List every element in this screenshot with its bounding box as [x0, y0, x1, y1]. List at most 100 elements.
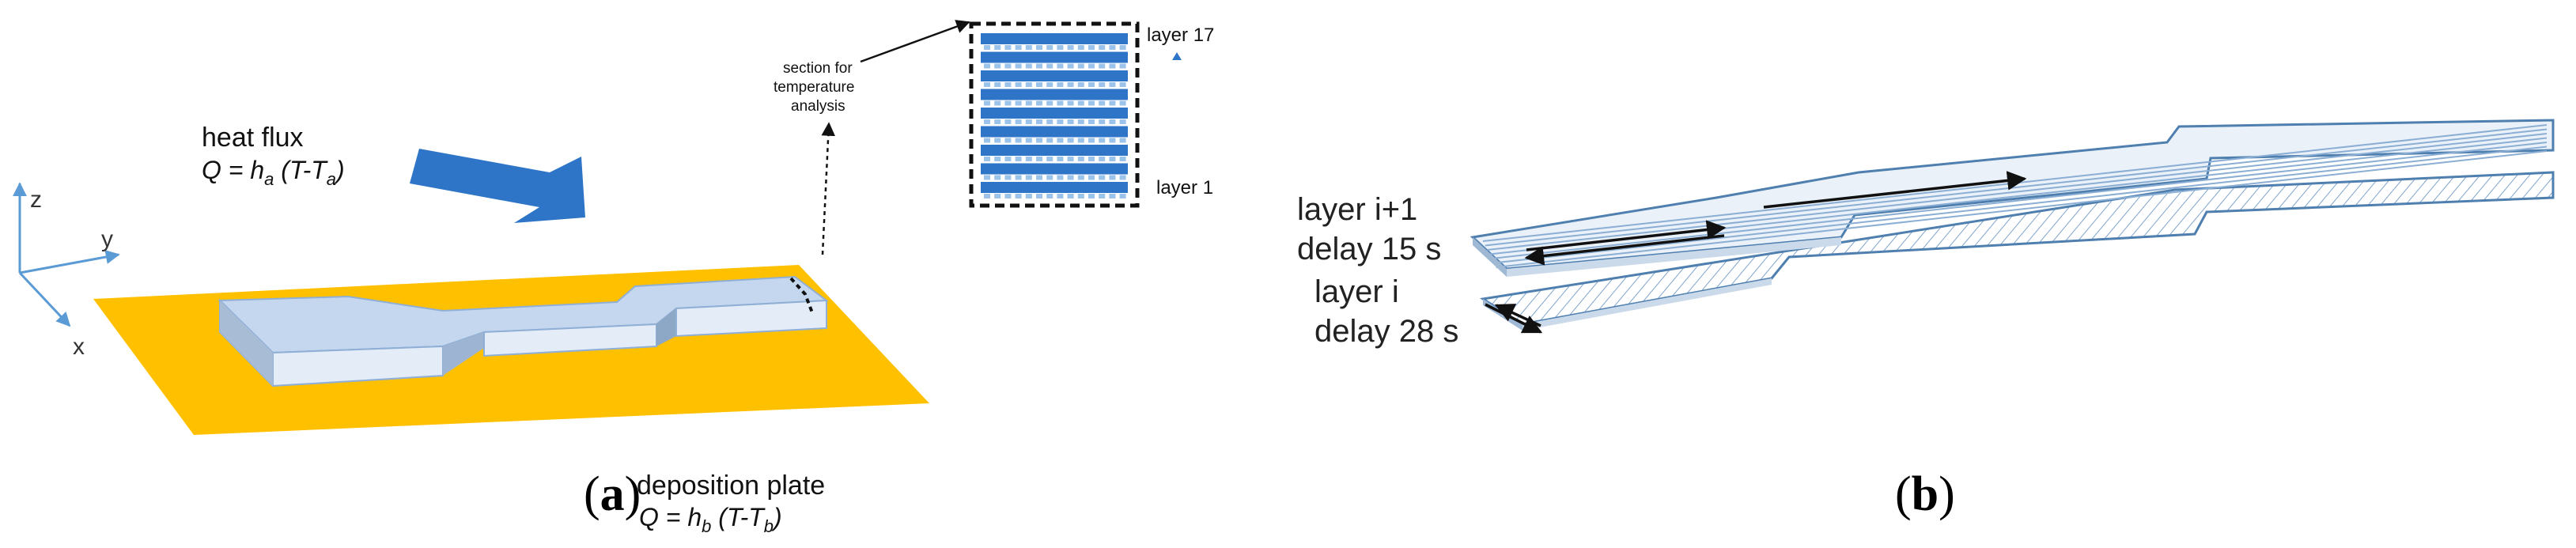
layer-cell: [984, 63, 990, 69]
layer-cell: [1119, 45, 1126, 50]
layer-cell: [1036, 175, 1042, 180]
layer-cell: [1099, 138, 1106, 143]
layer-cell: [1036, 100, 1042, 106]
layer-cell: [1099, 82, 1106, 87]
layer-cell: [1025, 63, 1032, 69]
upper-layer-front: [1507, 237, 1841, 277]
scan-arrow-lower-2: [1494, 304, 1541, 327]
layer-band: [981, 51, 1128, 63]
scan-line: [1491, 142, 2548, 259]
upper-layer-label: layer i+1: [1297, 192, 1417, 227]
upper-layer-edge: [1473, 237, 1507, 277]
layer-cell: [1036, 63, 1042, 69]
layer-cell: [1046, 63, 1053, 69]
layer-top-label: layer 17: [1147, 25, 1214, 46]
layer-cell: [1004, 82, 1012, 87]
layer-cell: [1025, 82, 1032, 87]
layer-cell: [1046, 138, 1053, 143]
layer-cell: [1119, 138, 1126, 143]
x-axis: [18, 271, 71, 327]
layer-cell: [1088, 138, 1095, 143]
layer-cell: [1036, 119, 1042, 124]
layer-cell: [1057, 175, 1064, 180]
layer-cell: [1057, 157, 1064, 161]
layer-cell: [1057, 138, 1064, 143]
layer-section-inset: layer 17 layer 1: [969, 21, 1214, 208]
plate-title: deposition plate: [637, 471, 825, 501]
layer-cell: [994, 119, 1001, 124]
layer-cell: [994, 194, 1001, 198]
layer-cell: [1119, 63, 1126, 69]
layer-cell: [1057, 82, 1064, 87]
layer-band: [981, 70, 1128, 81]
layer-cell: [1004, 175, 1012, 180]
layer-cell: [1067, 45, 1074, 50]
layer-cell: [1077, 82, 1084, 87]
layer-cell: [984, 100, 990, 106]
scan-line: [1496, 150, 2548, 268]
layer-cell: [1077, 63, 1084, 69]
small-triangle-marker: [1172, 52, 1182, 60]
layer-rows: [981, 33, 1128, 198]
specimen-transition-shadow: [443, 332, 484, 376]
layer-cell: [994, 82, 1001, 87]
layer-cell: [1057, 194, 1064, 198]
scan-arrow-back: [1524, 234, 1725, 266]
scan-line: [1487, 133, 2548, 251]
layer-cell: [1025, 119, 1032, 124]
layer-cell: [1004, 100, 1012, 106]
layer-cell: [984, 194, 990, 198]
x-axis-label: x: [73, 334, 85, 360]
layer-cell: [994, 63, 1001, 69]
layer-cell: [1046, 194, 1053, 198]
layer-cell: [994, 157, 1001, 161]
scan-arrow-upper: [1763, 171, 2027, 209]
layer-cell: [1004, 119, 1012, 124]
layer-cell: [984, 82, 990, 87]
layer-band: [981, 145, 1128, 156]
layer-cell: [1015, 194, 1022, 198]
layer-cell: [1025, 194, 1032, 198]
heat-flux-title: heat flux: [202, 123, 304, 153]
layer-cell: [1109, 82, 1116, 87]
layer-cell: [1015, 82, 1022, 87]
layer-cell: [984, 119, 990, 124]
z-axis-label: z: [30, 187, 42, 213]
layer-cell: [1036, 138, 1042, 143]
layer-band: [981, 126, 1128, 138]
section-label-line1: section for: [783, 60, 853, 77]
layer-cell: [1119, 194, 1126, 198]
layer-cell: [1099, 119, 1106, 124]
layer-cell: [1109, 157, 1116, 161]
layer-cell: [1109, 194, 1116, 198]
layer-cell: [1077, 157, 1084, 161]
layer-cell: [1099, 194, 1106, 198]
layer-cell: [1025, 138, 1032, 143]
panel-a: z y x heat flux Q = ha (T-Ta) deposition…: [12, 20, 1214, 536]
layer-cell: [994, 45, 1001, 50]
layer-cell: [1077, 138, 1084, 143]
layer-cell: [1004, 194, 1012, 198]
layer-cell: [1004, 63, 1012, 69]
layer-cell: [1088, 157, 1095, 161]
layer-cell: [1119, 119, 1126, 124]
caption-a: (a): [584, 467, 641, 521]
scan-arrow-forward: [1526, 220, 1727, 251]
y-axis: [19, 250, 120, 274]
layer-cell: [1099, 175, 1106, 180]
layer-cell: [1046, 45, 1053, 50]
section-line: [789, 277, 815, 316]
layer-cell: [1109, 45, 1116, 50]
layer-cell: [1067, 63, 1074, 69]
layer-cell: [984, 157, 990, 161]
layer-cell: [1099, 63, 1106, 69]
layer-cell: [1015, 175, 1022, 180]
layer-cell: [984, 175, 990, 180]
layer-cell: [1099, 100, 1106, 106]
layer-cell: [1025, 157, 1032, 161]
layer-cell: [1036, 82, 1042, 87]
layer-cell: [1046, 119, 1053, 124]
layer-cell: [1067, 119, 1074, 124]
layer-cell: [984, 138, 990, 143]
